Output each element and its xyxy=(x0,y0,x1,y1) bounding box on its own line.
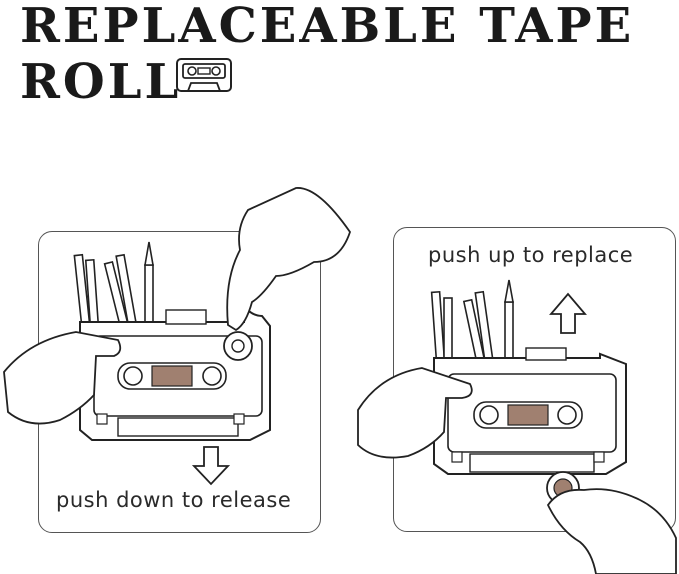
hand-icon xyxy=(227,188,350,330)
caption-push-up: push up to replace xyxy=(428,243,633,267)
arrow-down-icon xyxy=(194,447,228,484)
tape-roll-icon xyxy=(224,332,252,360)
pencil-icon xyxy=(505,280,513,360)
caption-push-down: push down to release xyxy=(56,488,291,512)
pencil-icon xyxy=(145,242,153,323)
right-cassette-holder xyxy=(434,348,626,474)
left-pencils xyxy=(74,242,153,325)
arrow-up-icon xyxy=(551,294,585,333)
pencil-icon xyxy=(432,292,445,360)
right-pencils xyxy=(432,280,513,360)
pencil-icon xyxy=(444,298,452,360)
hand-icon xyxy=(548,489,676,574)
